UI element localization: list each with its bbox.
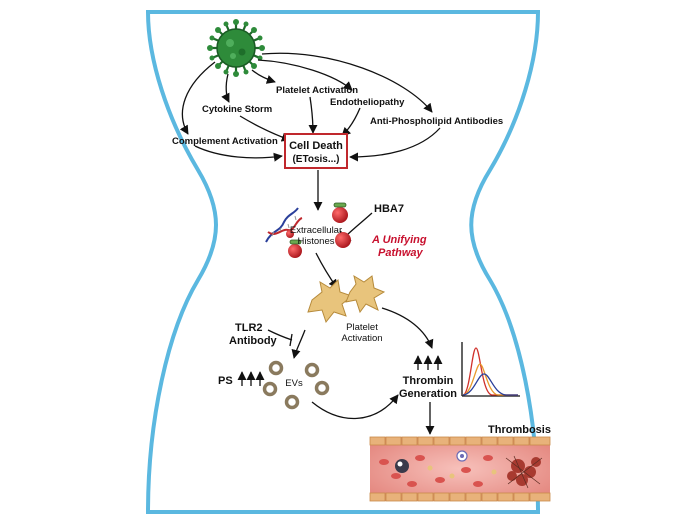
thrombin-curve-icon [461, 342, 520, 397]
label-tlr2: TLR2 [235, 322, 263, 334]
platelet-icon [307, 274, 386, 324]
arrow-virus-cytokine [221, 73, 230, 103]
arrow-virus-apl [261, 52, 433, 113]
label-histones: Histones [298, 236, 335, 247]
label-ps: PS [218, 375, 233, 387]
label-generation: Generation [399, 388, 457, 400]
label-antibody: Antibody [229, 335, 278, 347]
thrombin-up-arrows [413, 355, 443, 370]
arrow-platelets-evs [291, 329, 306, 359]
label-endotheliopathy: Endotheliopathy [330, 97, 405, 108]
label-etosis: (ETosis...) [292, 154, 339, 165]
arrow-platelet-celldeath [308, 96, 318, 134]
arrow-complement-celldeath [194, 145, 283, 162]
label-platelet-activation-top: Platelet Activation [276, 85, 358, 96]
dna-icon [265, 207, 303, 243]
label-activation-mid: Activation [341, 333, 382, 344]
label-pathway: Pathway [378, 247, 424, 259]
arrow-virus-platelet [251, 69, 276, 84]
label-thrombin: Thrombin [403, 375, 454, 387]
histone-tag-icon [289, 202, 347, 245]
arrow-platelets-thrombin [381, 307, 434, 349]
label-hba7: HBA7 [374, 203, 404, 215]
label-evs: EVs [285, 378, 303, 389]
arrow-evs-thrombin [311, 394, 399, 420]
cell-death-box [284, 133, 348, 169]
hourglass-frame [145, 10, 541, 514]
label-unifying: A Unifying [371, 234, 427, 246]
virus-icon [207, 19, 265, 77]
arrow-virus-complement [179, 61, 216, 135]
label-anti-phospholipid: Anti-Phospholipid Antibodies [370, 116, 503, 127]
label-thrombosis: Thrombosis [488, 424, 551, 436]
label-cell-death: Cell Death [289, 140, 343, 152]
blood-vessel-icon [369, 436, 551, 502]
histone-icon [286, 207, 351, 258]
label-cytokine-storm: Cytokine Storm [202, 104, 272, 115]
label-complement-activation: Complement Activation [172, 136, 278, 147]
ev-icon [262, 360, 330, 410]
arrow-apl-celldeath [349, 127, 441, 162]
label-platelet-mid: Platelet [346, 322, 378, 333]
label-extracellular: Extracellular [290, 225, 342, 236]
ps-up-arrows [237, 371, 265, 386]
arrow-virus-endothelio [257, 59, 353, 91]
